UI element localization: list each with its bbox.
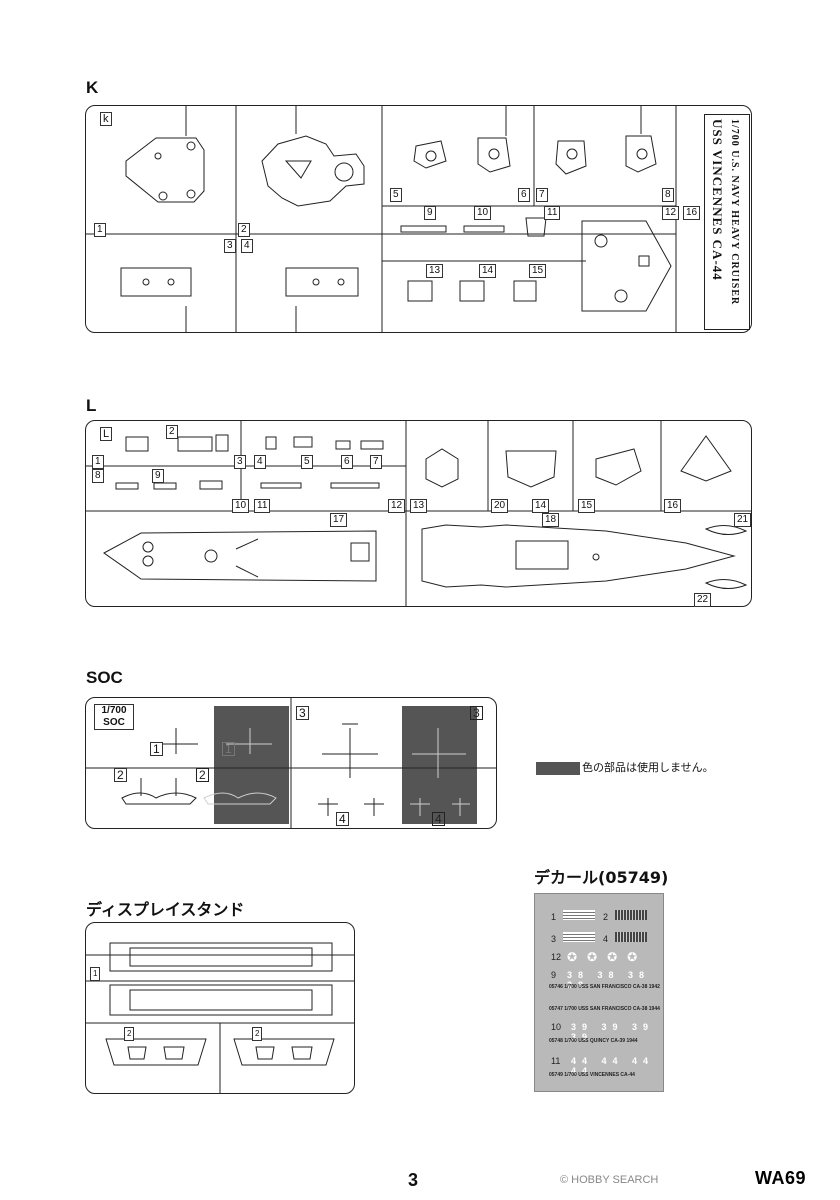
l-part-10: 10: [232, 499, 250, 513]
k-part-10: 10: [474, 206, 492, 220]
soc-part-1: 1: [150, 742, 163, 756]
sprue-display-stand: 1 2 2: [85, 922, 355, 1094]
k-part-16: 16: [683, 206, 701, 220]
l-corner-label: L: [100, 427, 113, 441]
k-corner-label: k: [100, 112, 112, 126]
section-title-l: L: [86, 396, 97, 415]
decal-code11-caption: 05749 1/700 USS VINCENNES CA-44: [549, 1072, 635, 1078]
l-part-12: 12: [388, 499, 406, 513]
stand-part-2-left: 2: [124, 1027, 135, 1041]
soc-part-1-unused: 1: [222, 742, 235, 756]
decal-code10-numbers: 39 39 39 39: [571, 1022, 655, 1042]
sprue-soc-drawing: [86, 698, 496, 828]
l-part-6: 6: [341, 455, 353, 469]
decal-code9-caption: 05746 1/700 USS SAN FRANCISCO CA-38 1942: [549, 984, 660, 990]
stand-part-1: 1: [90, 967, 101, 981]
l-part-17: 17: [330, 513, 348, 527]
k-side-title-line1: 1/700 U.S. NAVY HEAVY CRUISER: [729, 119, 740, 306]
k-part-8: 8: [662, 188, 674, 202]
decal-code-05747-caption: 05747 1/700 USS SAN FRANCISCO CA-38 1944: [549, 1006, 660, 1012]
soc-part-2: 2: [114, 768, 127, 782]
flag-icon: [615, 932, 647, 942]
l-part-15: 15: [578, 499, 596, 513]
star-roundels: ✪✪✪✪: [567, 950, 648, 964]
decal-row1-n2: 2: [603, 912, 609, 922]
sprue-l: L 1 2 3 4 5 6 7 8 9 10 11 12 13 14 15 16…: [85, 420, 752, 607]
k-part-1: 1: [94, 223, 106, 237]
unused-color-swatch: [536, 761, 580, 775]
l-part-18: 18: [542, 513, 560, 527]
section-title-display-stand: ディスプレイスタンド: [86, 900, 245, 919]
sprue-l-drawing: [86, 421, 751, 606]
k-part-12: 12: [662, 206, 680, 220]
l-part-5: 5: [301, 455, 313, 469]
k-part-6: 6: [518, 188, 530, 202]
soc-part-4: 4: [336, 812, 349, 826]
k-part-3: 3: [224, 239, 236, 253]
soc-part-4-unused: 4: [432, 812, 445, 826]
flag-icon: [563, 910, 595, 920]
sprue-stand-drawing: [86, 942, 354, 1093]
l-part-20: 20: [491, 499, 509, 513]
k-side-title-line2: USS VINCENNES CA-44: [710, 119, 725, 281]
stand-part-2-right: 2: [252, 1027, 263, 1041]
decal-code10-label: 10: [551, 1022, 562, 1032]
k-part-13: 13: [426, 264, 444, 278]
section-title-k: K: [86, 78, 99, 97]
k-part-5: 5: [390, 188, 402, 202]
decal-sheet: 1 2 3 4 12 ✪✪✪✪ 9 38 38 38 38 05746 1/70…: [534, 893, 664, 1092]
sprue-k-drawing: [86, 106, 677, 332]
k-part-4: 4: [241, 239, 253, 253]
decal-row2-n2: 4: [603, 934, 609, 944]
k-part-9: 9: [424, 206, 436, 220]
k-part-14: 14: [479, 264, 497, 278]
decal-code9-label: 9: [551, 970, 557, 980]
sprue-soc: 1/700 SOC 1 1 2 2 3 3 4 4: [85, 697, 497, 829]
l-part-22: 22: [694, 593, 712, 607]
soc-part-3: 3: [296, 706, 309, 720]
soc-part-3-unused: 3: [470, 706, 483, 720]
k-part-15: 15: [529, 264, 547, 278]
section-title-soc: SOC: [86, 668, 123, 687]
k-part-11: 11: [544, 206, 561, 220]
flag-icon: [563, 932, 595, 942]
decal-row2-n1: 3: [551, 934, 557, 944]
section-title-decal: デカール(05749): [534, 868, 669, 887]
soc-part-2-unused: 2: [196, 768, 209, 782]
soc-corner-label: 1/700 SOC: [94, 704, 134, 730]
l-part-14: 14: [532, 499, 550, 513]
decal-code9-numbers: 38 38 38 38: [567, 970, 651, 990]
page-number: 3: [408, 1170, 419, 1190]
decal-code11-label: 11: [551, 1056, 561, 1066]
l-part-4: 4: [254, 455, 266, 469]
sprue-k: k 1 2 3 4 5 6 7 8 9 10 11 12 13 14 15 16…: [85, 105, 752, 333]
decal-row3-n: 12: [551, 952, 562, 962]
product-code: WA69: [755, 1168, 807, 1188]
flag-icon: [615, 910, 647, 920]
l-part-1: 1: [92, 455, 104, 469]
unused-parts-note: 色の部品は使用しません。: [536, 759, 714, 775]
l-part-9: 9: [152, 469, 164, 483]
unused-parts-note-text: 色の部品は使用しません。: [582, 761, 714, 774]
l-part-7: 7: [370, 455, 382, 469]
l-part-3: 3: [234, 455, 246, 469]
decal-row1-n1: 1: [551, 912, 557, 922]
l-part-11: 11: [254, 499, 271, 513]
k-side-title-box: 1/700 U.S. NAVY HEAVY CRUISER USS VINCEN…: [704, 114, 750, 330]
l-part-16: 16: [664, 499, 682, 513]
k-part-2: 2: [238, 223, 250, 237]
decal-code10-caption: 05748 1/700 USS QUINCY CA-39 1944: [549, 1038, 638, 1044]
l-part-8: 8: [92, 469, 104, 483]
k-part-7: 7: [536, 188, 548, 202]
l-part-13: 13: [410, 499, 428, 513]
decal-code11-numbers: 44 44 44 44: [571, 1056, 655, 1076]
l-part-2: 2: [166, 425, 178, 439]
l-part-21: 21: [734, 513, 752, 527]
watermark: © HOBBY SEARCH: [560, 1174, 659, 1186]
